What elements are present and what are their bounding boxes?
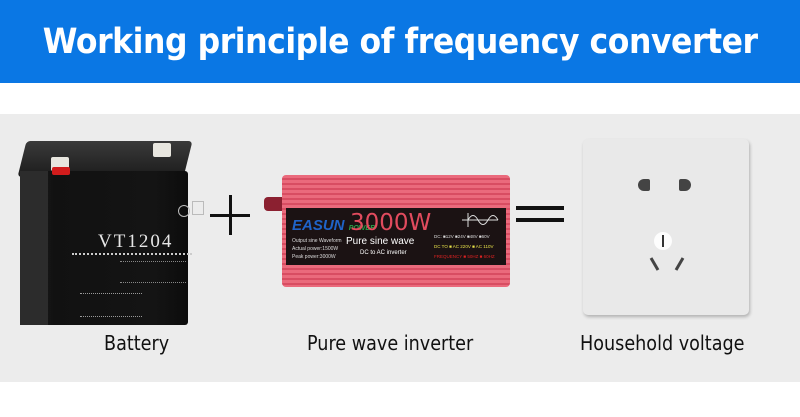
no-bin-icon (192, 201, 204, 215)
wattage: 3000W (350, 210, 432, 236)
equals-icon (516, 206, 564, 224)
inverter-image: EASUN POWER Output sine Waveform Actual … (264, 175, 514, 287)
page-title: Working principle of frequency converter (42, 21, 758, 62)
brand-logo: EASUN POWER (292, 217, 376, 234)
header-banner: Working principle of frequency converter (0, 0, 800, 83)
household-voltage-label: Household voltage (580, 331, 745, 355)
sine-wave-icon (462, 213, 499, 227)
inverter-label: Pure wave inverter (307, 331, 474, 355)
recycle-icon (178, 205, 190, 217)
plus-icon (210, 195, 250, 235)
wall-outlet-image (583, 139, 749, 315)
battery-label: Battery (104, 331, 170, 355)
battery-image: VT1204 (17, 133, 204, 325)
battery-model: VT1204 (98, 231, 174, 252)
